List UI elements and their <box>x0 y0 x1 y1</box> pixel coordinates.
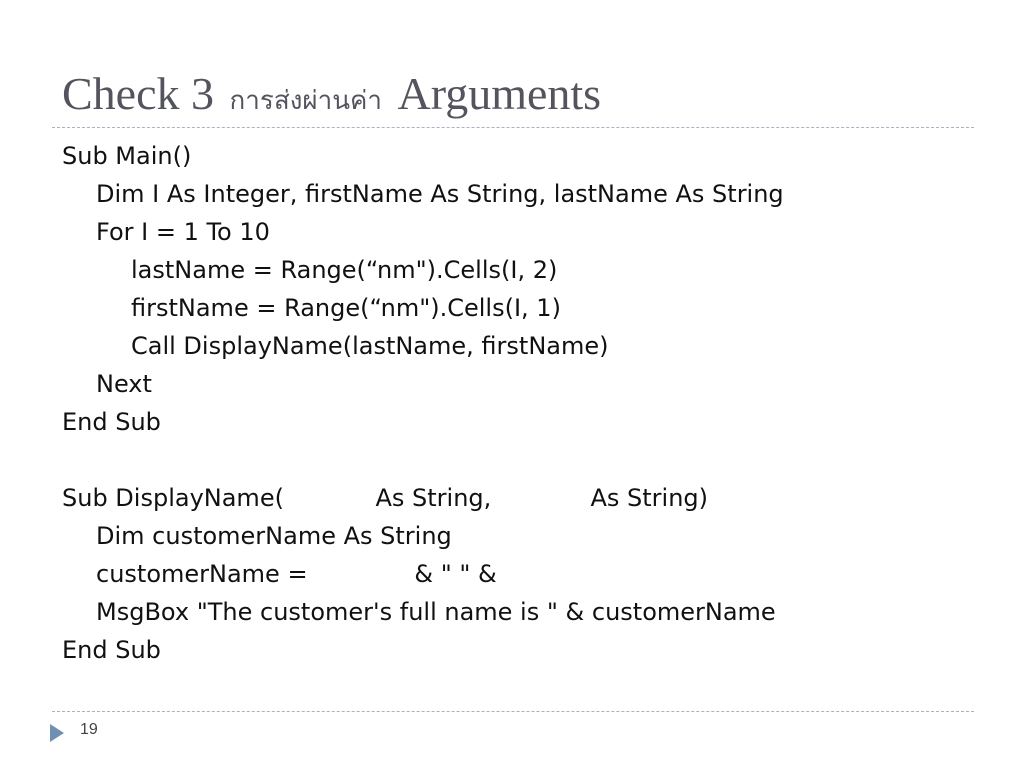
code-line: Call DisplayName(lastName, firstName) <box>131 332 609 360</box>
code-line: Dim I As Integer, firstName As String, l… <box>96 180 784 208</box>
page-number: 19 <box>80 721 98 738</box>
code-line: Dim customerName As String <box>96 522 452 550</box>
title-prefix: Check 3 <box>62 68 215 119</box>
title-suffix: Arguments <box>397 68 602 119</box>
code-line: Sub Main() <box>62 142 192 170</box>
code-line: firstName = Range(“nm").Cells(I, 1) <box>131 294 561 322</box>
code-line: customerName = & " " & <box>96 560 497 588</box>
title-thai: การส่งผ่านค่า <box>229 86 382 116</box>
slide-title: Check 3 การส่งผ่านค่า Arguments <box>62 66 601 129</box>
code-line: For I = 1 To 10 <box>96 218 270 246</box>
code-line: Sub DisplayName( As String, As String) <box>62 484 709 512</box>
code-line: End Sub <box>62 408 161 436</box>
play-arrow-icon <box>50 724 64 742</box>
code-line: MsgBox "The customer's full name is " & … <box>96 598 776 626</box>
code-line: End Sub <box>62 636 161 664</box>
code-line: Next <box>96 370 152 398</box>
footer-divider <box>52 711 974 712</box>
title-divider <box>52 127 974 128</box>
code-line: lastName = Range(“nm").Cells(I, 2) <box>131 256 558 284</box>
